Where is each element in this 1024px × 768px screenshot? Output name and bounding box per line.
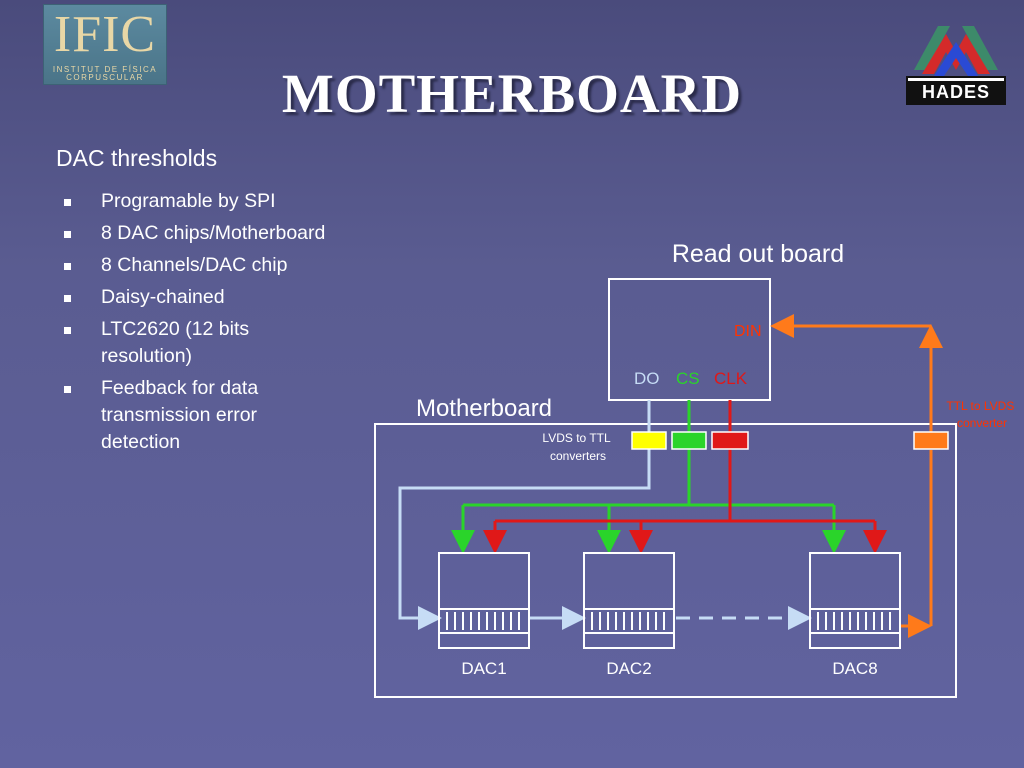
dac-label: DAC2 xyxy=(606,659,651,678)
page-title: MOTHERBOARD xyxy=(281,63,743,124)
ific-logo-text: IFIC xyxy=(53,6,157,63)
lvds-converter-cs xyxy=(671,431,707,450)
do-label: DO xyxy=(634,369,660,388)
ific-logo-line2: CORPUSCULAR xyxy=(66,73,144,82)
motherboard-label: Motherboard xyxy=(416,395,552,422)
clk-label: CLK xyxy=(714,369,748,388)
lvds-converter-label-line2: converters xyxy=(550,449,606,463)
clk-signal-line xyxy=(483,400,887,554)
lvds-converter-do xyxy=(631,431,667,450)
hades-logo-text: HADES xyxy=(908,78,1004,103)
dac-chip xyxy=(438,552,530,649)
din-label: DIN xyxy=(734,323,762,340)
do-signal-line xyxy=(398,400,812,630)
ific-logo: IFIC INSTITUT DE FÍSICA CORPUSCULAR xyxy=(43,4,167,85)
lvds-converter-label: LVDS to TTL converters xyxy=(542,431,613,463)
dac-chip xyxy=(583,552,675,649)
hades-logo-icon xyxy=(914,26,998,76)
dac-chip xyxy=(809,552,901,649)
bullet-item: LTC2620 (12 bits resolution) xyxy=(62,316,332,370)
ttl-converter-label: TTL to LVDS converter xyxy=(946,399,1017,430)
readout-board-label: Read out board xyxy=(672,240,844,268)
lvds-converter-clk xyxy=(711,431,749,450)
ttl-converter xyxy=(913,431,949,450)
cs-signal-line xyxy=(451,400,846,554)
ttl-converter-label-line2: converter xyxy=(957,416,1007,430)
ttl-converter-label-line1: TTL to LVDS xyxy=(946,399,1014,413)
dac-label: DAC8 xyxy=(832,659,877,678)
dac-label: DAC1 xyxy=(461,659,506,678)
motherboard-box xyxy=(374,423,957,698)
bullet-item: Programable by SPI xyxy=(62,188,332,215)
din-feedback-line xyxy=(770,314,943,638)
bullet-list: Programable by SPI 8 DAC chips/Motherboa… xyxy=(62,188,332,461)
bullet-item: 8 DAC chips/Motherboard xyxy=(62,220,332,247)
cs-label: CS xyxy=(676,369,700,388)
bullet-item: 8 Channels/DAC chip xyxy=(62,252,332,279)
section-heading: DAC thresholds xyxy=(56,145,218,171)
bullet-item: Feedback for data transmission error det… xyxy=(62,375,332,456)
lvds-converter-label-line1: LVDS to TTL xyxy=(542,431,611,445)
ific-logo-line1: INSTITUT DE FÍSICA xyxy=(52,65,158,74)
bullet-item: Daisy-chained xyxy=(62,284,332,311)
